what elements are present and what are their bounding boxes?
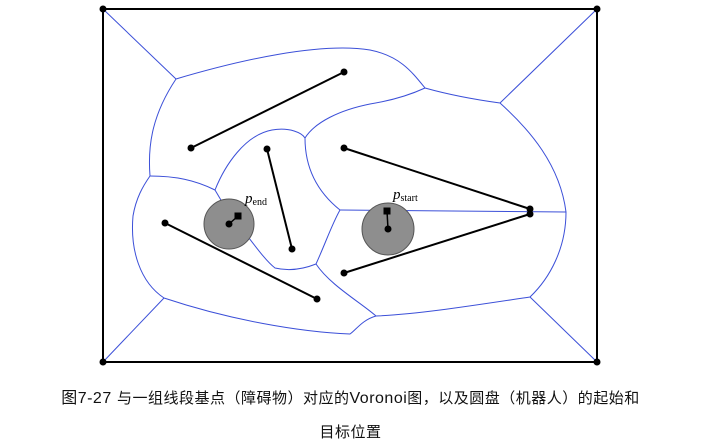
segment-endpoint — [340, 68, 348, 76]
caption-text-latin: Voronoi — [349, 390, 408, 407]
figure-number: 图7-27 — [61, 390, 112, 407]
label-p-end-subscript: end — [253, 197, 267, 208]
voronoi-edges — [102, 8, 598, 363]
robot-disks — [203, 198, 415, 256]
robot-end-square-marker — [234, 212, 242, 220]
workspace-boundary — [99, 5, 601, 366]
figure-caption-line-1: 图7-27 与一组线段基点（障碍物）对应的Voronoi图，以及圆盘（机器人）的… — [0, 384, 701, 408]
voronoi-edge-inner-middle — [304, 137, 341, 211]
robot-markers — [225, 207, 392, 233]
voronoi-edge-bottom-right — [529, 296, 598, 363]
voronoi-edge-outer-right — [499, 102, 567, 298]
label-p-start-subscript: start — [401, 193, 418, 204]
voronoi-edge-outer-bottom — [163, 296, 531, 335]
boundary-rectangle — [102, 8, 598, 363]
voronoi-edge-outer-top — [175, 47, 501, 104]
voronoi-edge-inner-bottom — [315, 263, 377, 317]
obstacle-segments — [164, 71, 531, 300]
segment-endpoint — [288, 245, 296, 253]
voronoi-diagram-figure: pend pstart — [99, 5, 601, 366]
voronoi-edge-inner-lower — [227, 209, 341, 271]
robot-start-square-marker — [383, 207, 391, 215]
voronoi-edge-inner-upper — [149, 87, 426, 191]
segment-endpoint — [161, 219, 169, 227]
boundary-corner-top-right — [593, 5, 601, 13]
label-p-start: pstart — [392, 187, 418, 204]
segment-endpoint — [526, 205, 534, 213]
obstacle-segment-5 — [343, 213, 531, 274]
voronoi-edge-top-left — [102, 8, 177, 80]
point-labels: pend pstart — [244, 187, 418, 208]
obstacle-segment-4 — [343, 147, 531, 210]
segment-endpoint — [263, 145, 271, 153]
voronoi-edge-top-right — [499, 8, 598, 104]
segment-endpoint — [313, 295, 321, 303]
caption-text-part-2: 图，以及圆盘（机器人）的起始和 — [407, 389, 640, 407]
segment-endpoint — [526, 210, 534, 218]
label-p-end: pend — [244, 191, 267, 208]
figure-caption-line-2: 目标位置 — [0, 421, 701, 442]
boundary-corner-bottom-right — [593, 358, 601, 366]
caption-text-part-1: 与一组线段基点（障碍物）对应的 — [117, 389, 350, 407]
voronoi-edge-outer-left — [131, 78, 177, 299]
segment-endpoint — [340, 269, 348, 277]
obstacle-segment-1 — [190, 71, 345, 149]
obstacle-segment-3 — [164, 222, 318, 300]
obstacle-endpoints — [161, 68, 534, 303]
boundary-corner-top-left — [99, 5, 107, 13]
segment-endpoint — [340, 144, 348, 152]
voronoi-edge-bottom-left — [102, 297, 165, 363]
boundary-corner-bottom-left — [99, 358, 107, 366]
segment-endpoint — [187, 144, 195, 152]
obstacle-segment-2 — [266, 148, 293, 250]
caption-text-line-2: 目标位置 — [319, 423, 382, 441]
